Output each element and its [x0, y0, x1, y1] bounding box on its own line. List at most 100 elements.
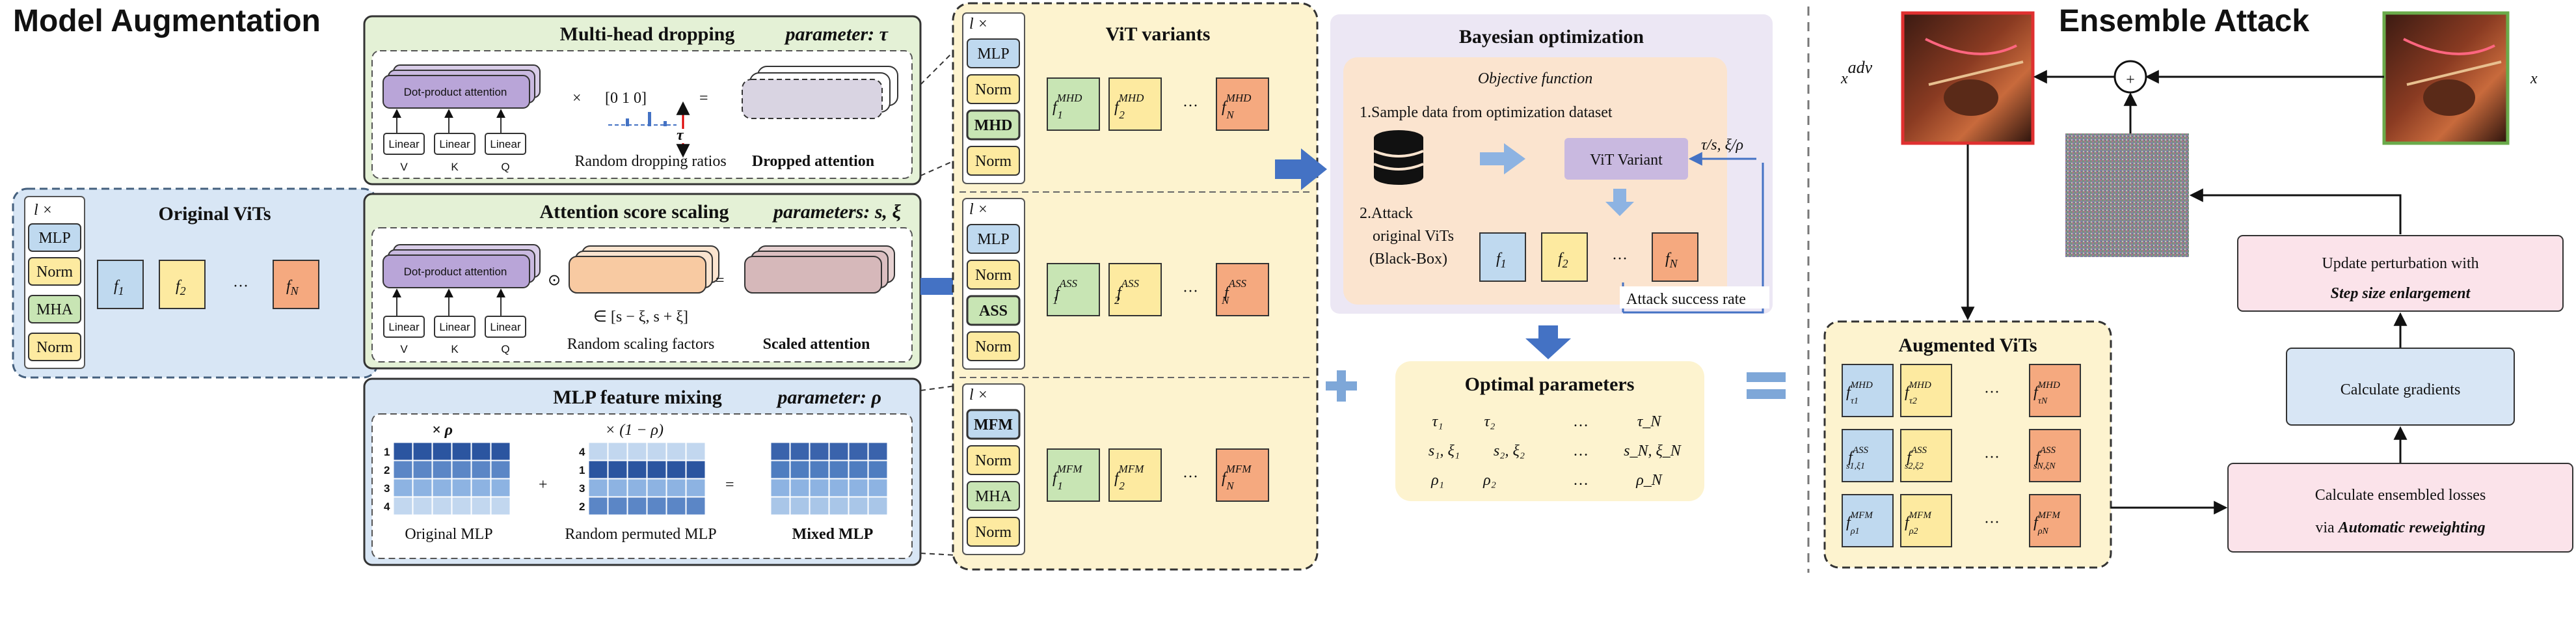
mfm-param: parameter: ρ — [775, 387, 881, 408]
database-icon — [1373, 130, 1424, 185]
variant-func-box — [1108, 448, 1162, 502]
svg-text:Linear: Linear — [490, 138, 521, 150]
matrix-cell — [647, 497, 667, 515]
variant-layer-ass — [966, 295, 1021, 326]
svg-text:f2: f2 — [176, 278, 186, 297]
matrix-cell — [686, 497, 706, 515]
ass-scaled-attention — [744, 245, 895, 294]
matrix-cell — [848, 497, 868, 515]
variants-to-bayes-arrow — [1275, 148, 1327, 190]
matrix-cell — [608, 460, 628, 479]
svg-text:Calculate gradients: Calculate gradients — [2341, 381, 2461, 398]
x-label: x — [2530, 70, 2538, 87]
mfm-original-matrix — [393, 442, 511, 515]
matrix-cell — [647, 442, 667, 461]
matrix-cell — [809, 442, 829, 461]
matrix-cell — [471, 442, 491, 461]
svg-text:ρ₁: ρ₁ — [1430, 472, 1444, 489]
variant-layer-label: MFM — [974, 417, 1013, 433]
svg-text:Linear: Linear — [439, 321, 470, 333]
svg-text:s_N, ξ_N: s_N, ξ_N — [1624, 443, 1682, 459]
optimal-row-tau: τ₁ τ₂ … τ_N — [1432, 413, 1663, 430]
augmented-model-box — [2029, 494, 2081, 547]
variant-layer-norm — [967, 331, 1020, 361]
variant-layer-label: MHA — [975, 488, 1012, 505]
svg-text:Calculate ensembled losses: Calculate ensembled losses — [2315, 487, 2486, 504]
ensemble-attack-title: Ensemble Attack — [2059, 4, 2309, 38]
original-layer-norm-2: Norm — [28, 333, 81, 361]
augmented-model-box — [1842, 494, 1894, 547]
variant-stack-mult: l × — [969, 387, 988, 404]
variant-layer-mha — [967, 481, 1020, 511]
matrix-cell — [451, 442, 472, 461]
matrix-cell — [412, 478, 433, 497]
plus-operator — [1326, 370, 1357, 402]
matrix-cell — [809, 497, 829, 515]
svg-text:…: … — [1573, 413, 1589, 430]
mhd-multiply: × — [572, 90, 582, 107]
matrix-cell — [432, 460, 452, 479]
mfm-original-row-labels: 1 2 3 4 — [384, 446, 390, 513]
variant-stack-mult: l × — [969, 201, 988, 218]
matrix-cell — [790, 442, 810, 461]
variant-func-box — [1216, 77, 1269, 131]
svg-text:fN: fN — [286, 278, 299, 297]
perturbation-noise — [2065, 133, 2189, 257]
svg-text:Dot-product attention: Dot-product attention — [404, 86, 507, 98]
original-layer-mha: MHA — [28, 295, 81, 323]
matrix-cell — [829, 478, 849, 497]
svg-text:3: 3 — [579, 482, 585, 495]
matrix-cell — [471, 497, 491, 515]
matrix-cell — [412, 442, 433, 461]
variant-layer-label: MHD — [974, 117, 1013, 134]
matrix-cell — [829, 442, 849, 461]
svg-text:3: 3 — [384, 482, 390, 495]
matrix-cell — [848, 478, 868, 497]
matrix-cell — [588, 497, 608, 515]
matrix-cell — [868, 460, 888, 479]
mhd-connector-bottom — [920, 149, 980, 176]
variant-layer-norm — [967, 146, 1020, 176]
mfm-panel: MLP feature mixing parameter: ρ × ρ × (1… — [363, 377, 922, 566]
variant-down-arrow — [1605, 189, 1634, 216]
matrix-cell — [393, 497, 413, 515]
svg-text:f1: f1 — [1496, 251, 1507, 270]
svg-text:τ: τ — [677, 127, 684, 144]
ass-result-label: Scaled attention — [763, 336, 870, 353]
svg-text:Norm: Norm — [36, 264, 73, 281]
matrix-cell — [608, 442, 628, 461]
ensemble-panel: xadv x + Update perturbation with Step s… — [1823, 11, 2573, 569]
bayes-dots: ··· — [1612, 251, 1628, 267]
ass-factor-label: Random scaling factors — [567, 336, 715, 353]
clean-image — [2382, 11, 2510, 145]
svg-text:f2: f2 — [1558, 251, 1568, 270]
original-f1: f1 — [97, 260, 144, 309]
variant-layer-label: Norm — [975, 452, 1012, 469]
matrix-cell — [471, 460, 491, 479]
mfm-permuted-matrix — [588, 442, 706, 515]
x-adv-label: xadv — [1840, 58, 1873, 87]
matrix-cell — [451, 460, 472, 479]
mfm-equals: = — [725, 476, 734, 493]
matrix-cell — [490, 460, 511, 479]
bayes-step2-1: 2.Attack — [1360, 205, 1413, 222]
matrix-cell — [588, 460, 608, 479]
variant-layer-mlp — [967, 38, 1020, 68]
variant-dots: ··· — [1183, 283, 1198, 300]
svg-text:Step size enlargement: Step size enlargement — [2331, 285, 2471, 302]
svg-text:2: 2 — [579, 500, 585, 513]
original-stack-mult: l × — [34, 202, 53, 219]
matrix-cell — [686, 442, 706, 461]
matrix-cell — [412, 460, 433, 479]
model-augmentation-title: Model Augmentation — [13, 4, 321, 38]
